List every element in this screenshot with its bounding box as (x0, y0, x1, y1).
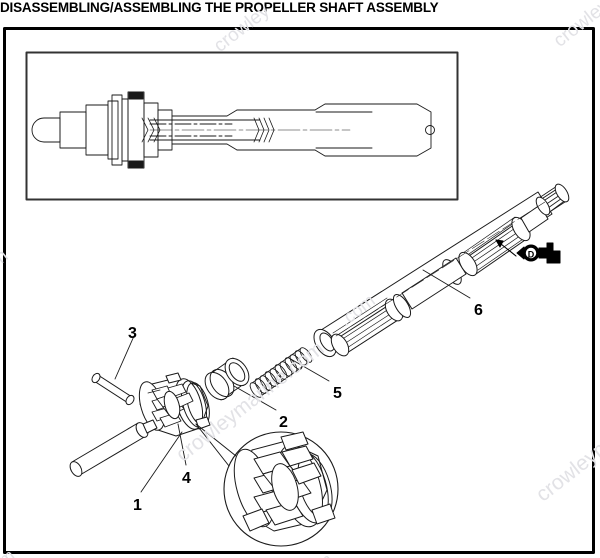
part-label-6: 6 (474, 302, 483, 319)
leader-6 (422, 269, 471, 299)
lubricant-marker-letter: D (528, 250, 535, 260)
assembled-shaft-drawing (31, 91, 435, 169)
part-1-propeller-shaft-pin (69, 422, 149, 477)
clutch-dog-detail-circle (195, 423, 339, 547)
lubricant-marker-d: D (495, 239, 561, 264)
leader-1 (140, 431, 183, 493)
leader-2 (233, 385, 277, 411)
part-label-3: 3 (128, 325, 137, 342)
inset-panel-border (25, 51, 459, 201)
part-label-2: 2 (279, 414, 288, 431)
callout-leaders (114, 269, 471, 493)
part-label-5: 5 (333, 385, 342, 402)
page-title: DISASSEMBLING/ASSEMBLING THE PROPELLER S… (0, 0, 439, 15)
part-4-clutch-dog (138, 372, 211, 437)
part-label-4: 4 (182, 470, 191, 487)
part-6-propeller-shaft (313, 183, 570, 358)
leader-3 (114, 335, 135, 380)
part-2-retainer-ring (204, 357, 250, 401)
part-5-shift-spring (249, 347, 313, 398)
part-label-1: 1 (133, 497, 142, 514)
leader-5 (288, 357, 330, 382)
leader-4 (177, 423, 187, 466)
part-3-clutch-dog-pin (91, 372, 135, 406)
